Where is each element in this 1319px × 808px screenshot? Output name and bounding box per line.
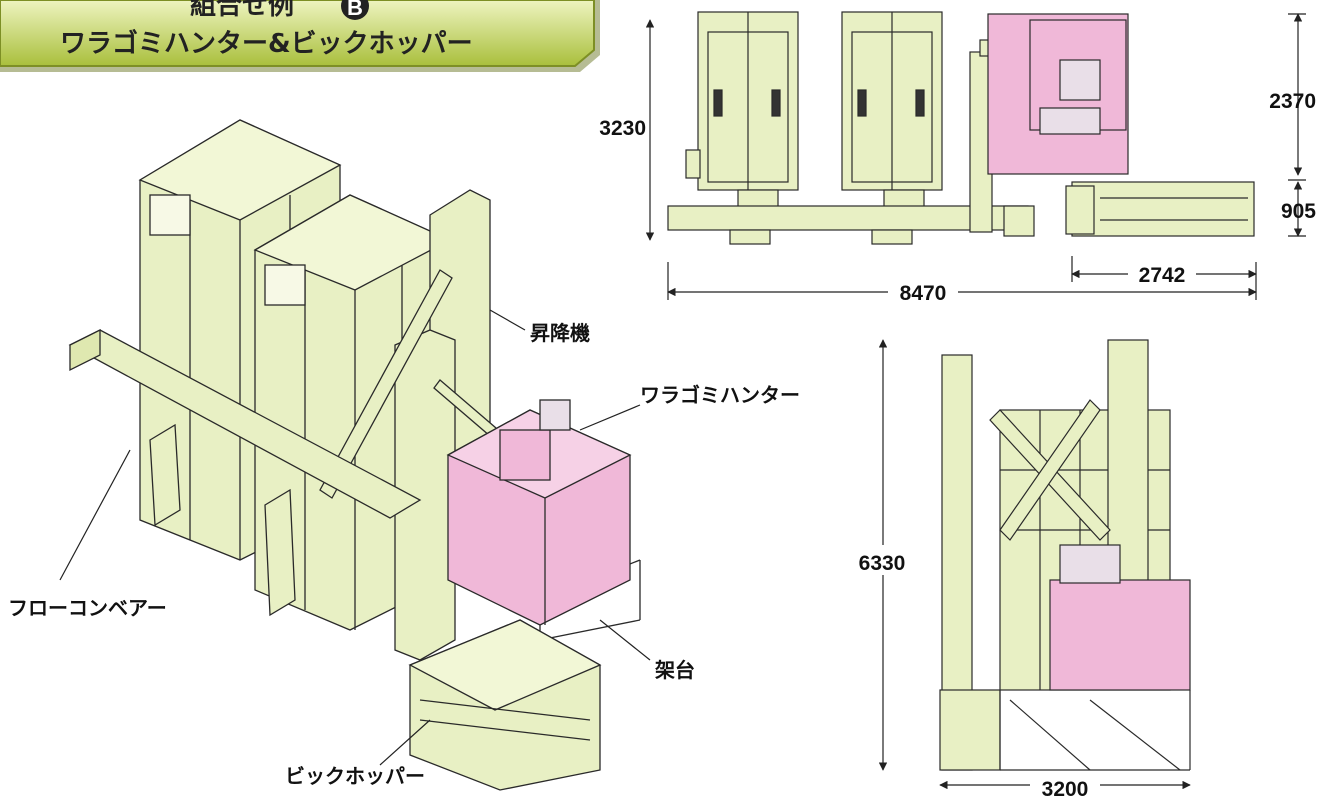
dim-6330: 6330 bbox=[859, 552, 906, 575]
dim-8470: 8470 bbox=[900, 282, 947, 305]
banner-line1: 組合せ例 bbox=[190, 0, 294, 21]
plan-view bbox=[667, 11, 1255, 245]
side-view bbox=[939, 339, 1191, 771]
badge-circle bbox=[341, 0, 369, 20]
dim-2742: 2742 bbox=[1139, 264, 1186, 287]
side-straw-hunter bbox=[1049, 579, 1191, 691]
callout-leaders bbox=[59, 309, 651, 766]
spout-1 bbox=[319, 269, 453, 499]
hopper-plan bbox=[1071, 181, 1255, 237]
callout-flow-conveyor: フローコンベアー bbox=[8, 596, 167, 620]
banner-line2: ワラゴミハンター&ビックホッパー bbox=[60, 28, 473, 59]
callout-elevator: 昇降機 bbox=[530, 321, 590, 345]
dim-2370: 2370 bbox=[1269, 90, 1316, 113]
isometric-view bbox=[68, 119, 641, 791]
dim-3200: 3200 bbox=[1042, 778, 1089, 801]
elevator-2 bbox=[394, 329, 456, 661]
callout-big-hopper: ビックホッパー bbox=[285, 764, 425, 788]
callout-stand: 架台 bbox=[655, 658, 695, 682]
dim-3230: 3230 bbox=[599, 117, 646, 140]
banner-badge: B bbox=[347, 0, 363, 20]
title-banner: 組合せ例 B ワラゴミハンター&ビックホッパー bbox=[0, 0, 600, 72]
callout-straw-hunter: ワラゴミハンター bbox=[640, 383, 800, 407]
plan-dimensions bbox=[645, 13, 1306, 300]
dim-905: 905 bbox=[1281, 200, 1316, 223]
